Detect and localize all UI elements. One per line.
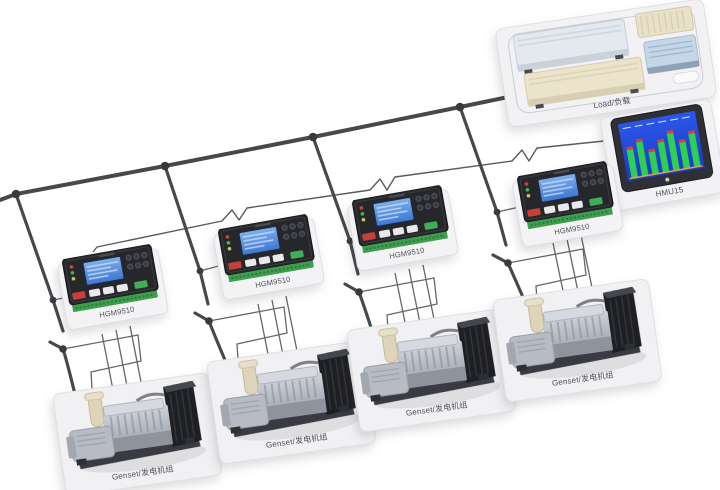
tap-dot: [493, 208, 501, 216]
hmi-illustration: [600, 99, 720, 211]
genset-unit-3: Genset/发电机组: [344, 300, 518, 435]
hmi-home-button: [665, 177, 670, 182]
bus-drop: [163, 164, 210, 306]
genset-unit-4: Genset/发电机组: [490, 270, 664, 405]
bus-junction-dot: [160, 161, 170, 171]
junction-dots: [11, 102, 512, 353]
bus-junction-dot: [11, 189, 21, 199]
load-ac-unit-blue: [643, 34, 700, 74]
hmi-bar-graphs: [626, 129, 701, 178]
hmi-screen-text: [622, 116, 690, 130]
bus-junction-dot: [455, 102, 465, 112]
load-ribbed-unit: [634, 5, 695, 39]
bus-junction-dot: [308, 132, 318, 142]
load-small-tank: [672, 70, 700, 85]
bus-drop: [458, 105, 508, 247]
comm-line: [92, 140, 605, 253]
control-wire: [129, 325, 144, 393]
tap-dot: [346, 237, 354, 245]
load-unit: Load/负载: [494, 0, 719, 129]
breaker-hinge-dot: [205, 317, 213, 325]
hmi-unit: HMU15: [598, 97, 720, 213]
load-hvac-unit-beige: [523, 56, 646, 109]
breaker-hinge-dot: [504, 259, 512, 267]
hmi-baseline: [629, 165, 703, 180]
tap-dot: [196, 267, 204, 275]
breaker-hinge-dot: [355, 288, 363, 296]
tap-dot: [49, 296, 57, 304]
main-bus: [0, 94, 515, 202]
genset-unit-1: Genset/发电机组: [50, 364, 224, 490]
load-illustration: [495, 0, 717, 127]
load-hvac-unit-white: [512, 18, 630, 75]
breaker-hinge-dot: [59, 345, 67, 353]
staircase-wire: [62, 334, 142, 405]
